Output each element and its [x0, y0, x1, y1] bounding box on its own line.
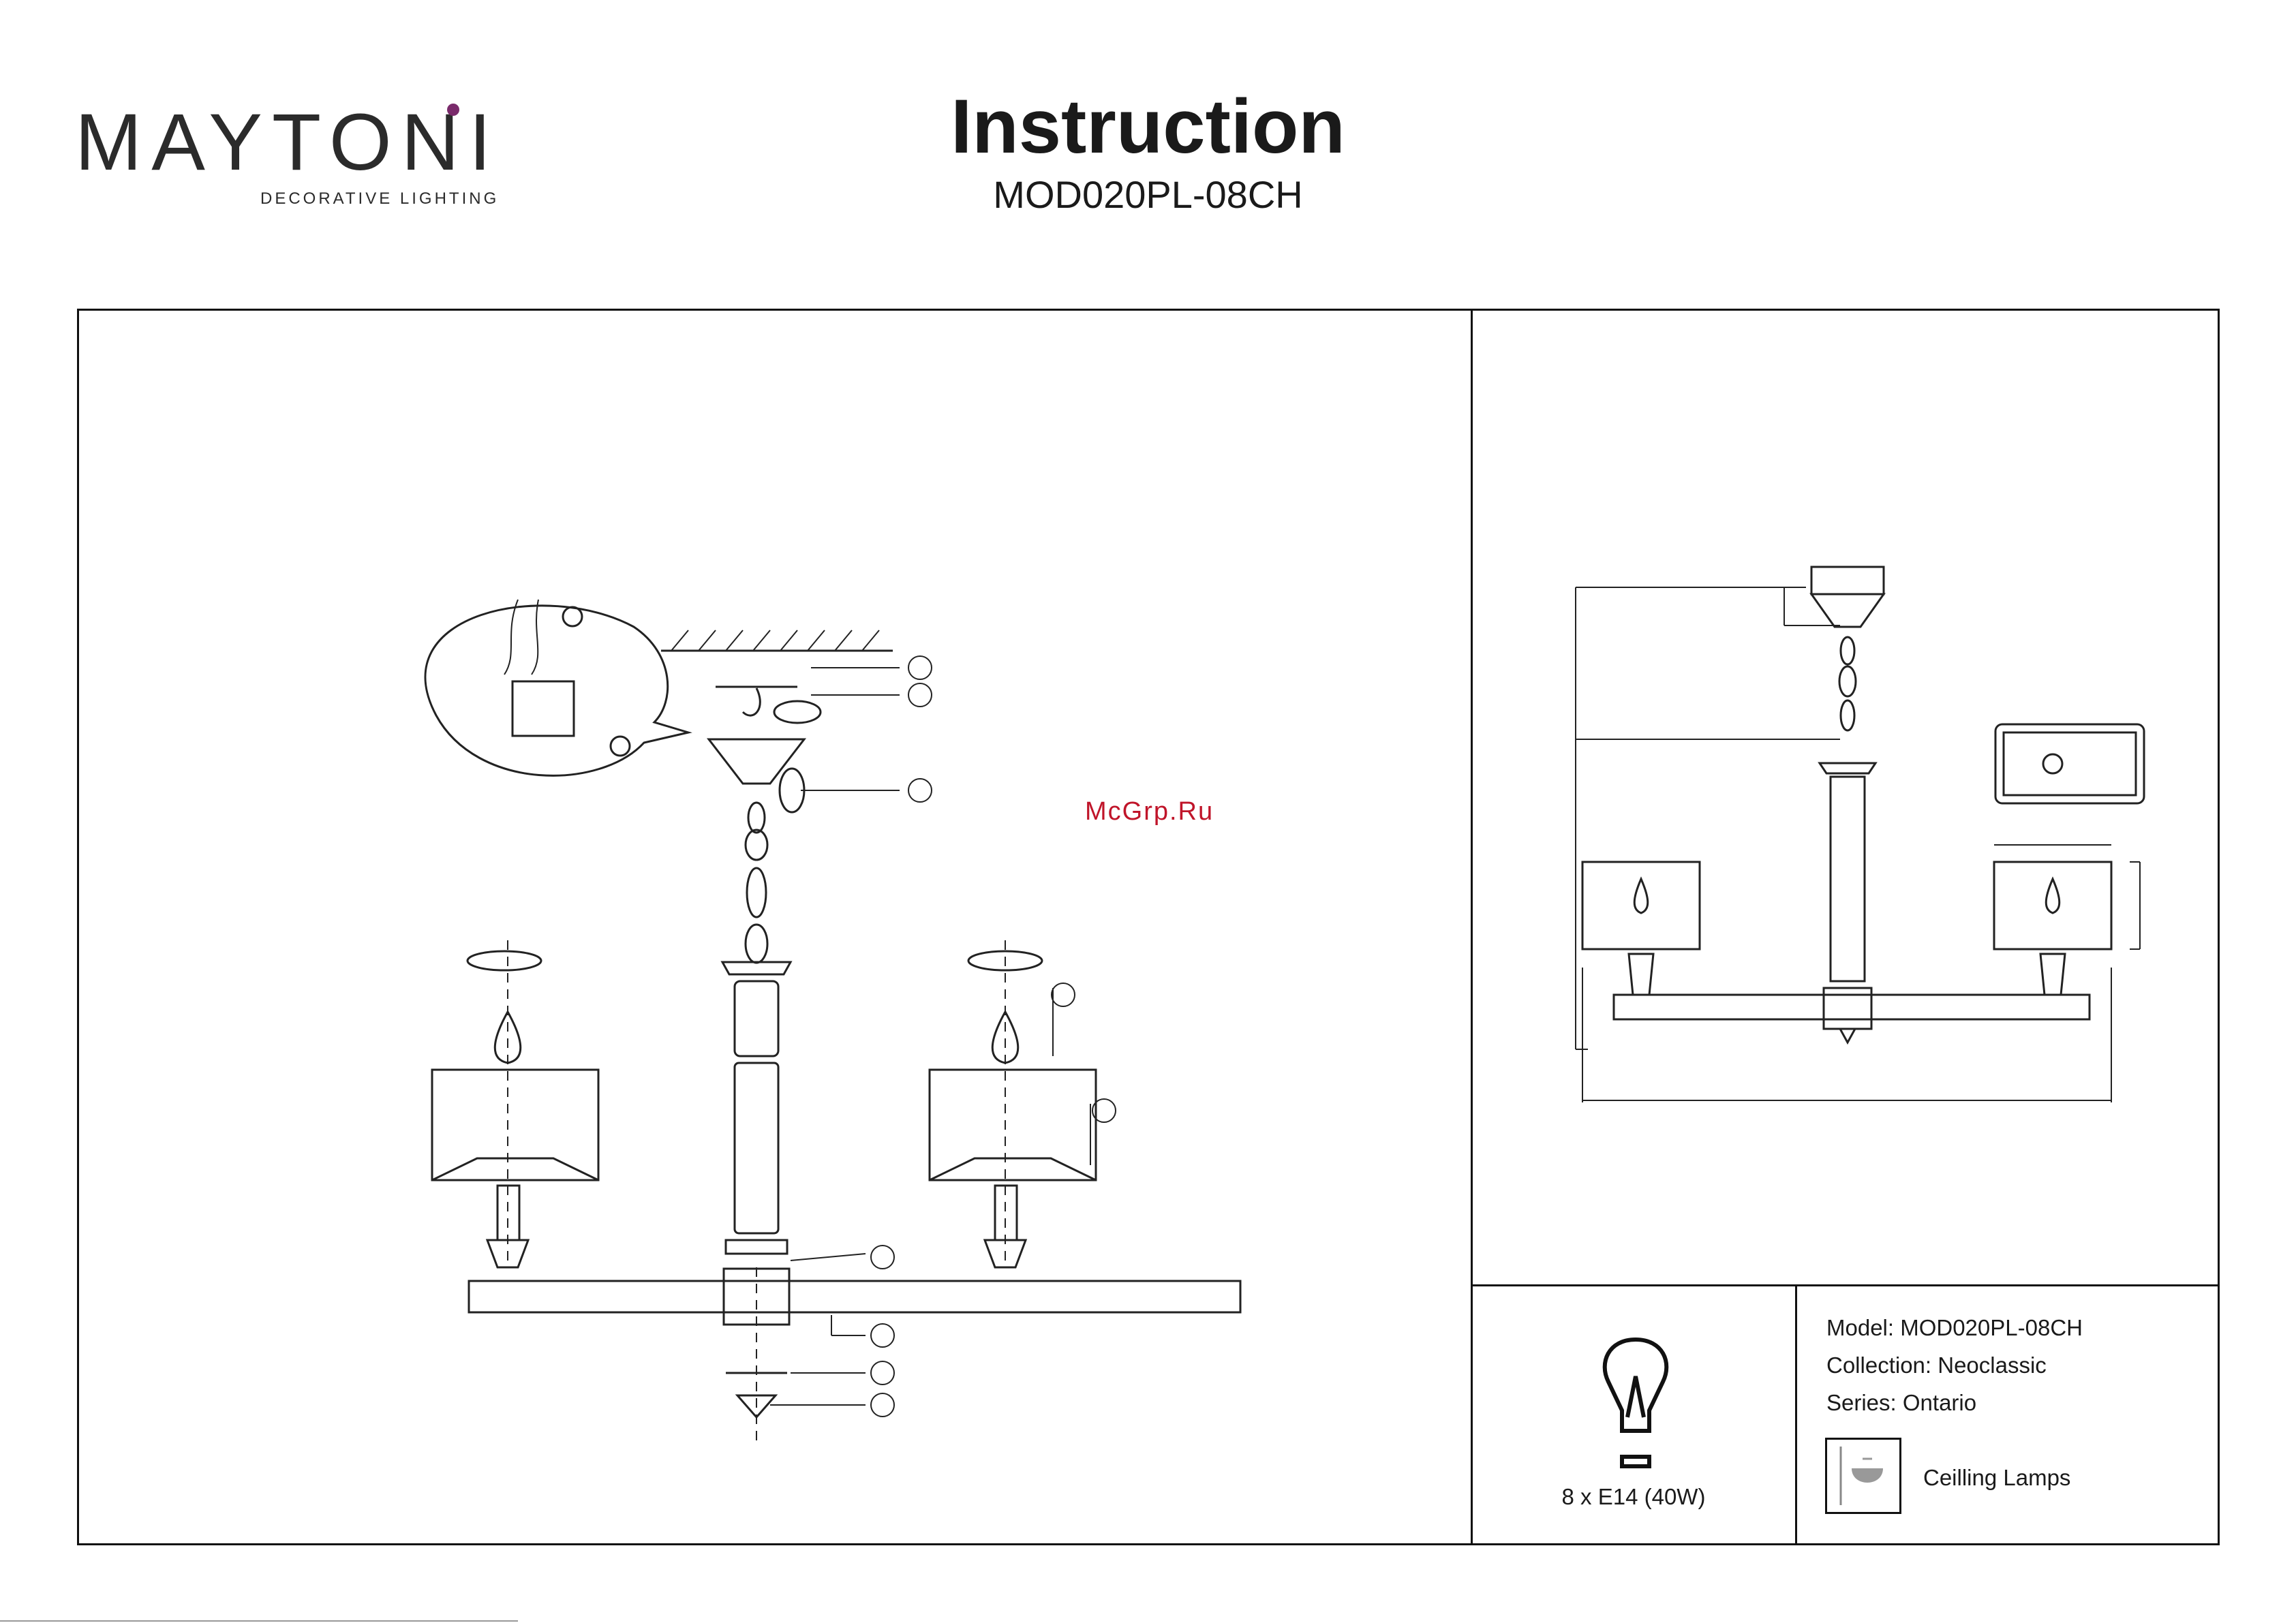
ceiling-lamp-icon [1825, 1438, 1901, 1514]
spec-model: Model: MOD020PL-08CH [1826, 1315, 2083, 1341]
category-label: Ceilling Lamps [1923, 1465, 2070, 1491]
footer-rule [0, 1620, 518, 1622]
watermark: McGrp.Ru [1085, 797, 1214, 826]
bulb-icon [1595, 1335, 1677, 1472]
bulb-spec: 8 x E14 (40W) [1472, 1484, 1795, 1510]
spec-collection: Collection: Neoclassic [1826, 1352, 2047, 1378]
spec-series: Series: Ontario [1826, 1390, 1976, 1416]
